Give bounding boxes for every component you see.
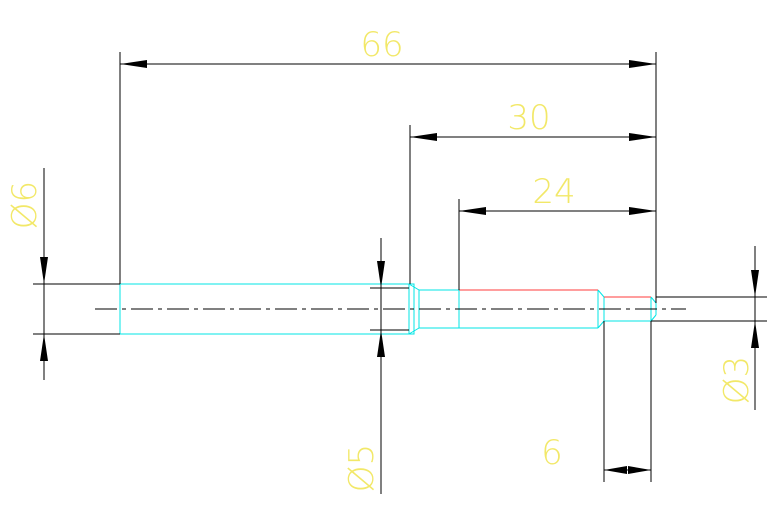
arrow-head: [629, 133, 656, 141]
chamfer-line-top: [408, 283, 420, 291]
arrow-head: [751, 270, 759, 297]
arrow-head: [459, 207, 486, 215]
arrow-head: [629, 207, 656, 215]
dimension-dia-3: Ø3: [717, 246, 759, 410]
arrow-head: [377, 330, 385, 357]
arrow-head: [410, 133, 437, 141]
dimension-24: 24: [459, 172, 656, 215]
arrow-head: [628, 466, 651, 474]
dim-label-66: 66: [360, 25, 403, 65]
dimension-6-tip: 6: [541, 433, 651, 474]
arrow-head: [751, 321, 759, 348]
tip-chamfer-bottom: [597, 320, 605, 329]
dim-label-dia-3: Ø3: [717, 356, 757, 404]
dim-label-6: 6: [541, 433, 563, 473]
arrow-head: [120, 60, 147, 68]
arrow-head: [40, 257, 48, 284]
dimension-30: 30: [410, 98, 656, 141]
shaft-outline: [119, 283, 657, 335]
arrow-head: [377, 261, 385, 288]
arrow-head: [604, 466, 627, 474]
dimension-66: 66: [120, 25, 656, 68]
dimension-dia-5: Ø5: [342, 238, 385, 494]
tip-chamfer-top: [597, 289, 605, 298]
thread-lines: [459, 289, 651, 298]
dimension-dia-6: Ø6: [5, 168, 48, 380]
tip-end-chamfer-top: [650, 296, 657, 304]
dim-label-30: 30: [507, 98, 550, 138]
arrow-head: [40, 334, 48, 361]
dim-label-dia-5: Ø5: [342, 444, 382, 492]
arrow-head: [629, 60, 656, 68]
tip-end-chamfer-bottom: [650, 314, 657, 322]
dim-label-dia-6: Ø6: [5, 181, 45, 229]
extension-lines: [33, 52, 767, 482]
chamfer-line-bottom: [408, 327, 420, 335]
dim-label-24: 24: [532, 172, 575, 212]
